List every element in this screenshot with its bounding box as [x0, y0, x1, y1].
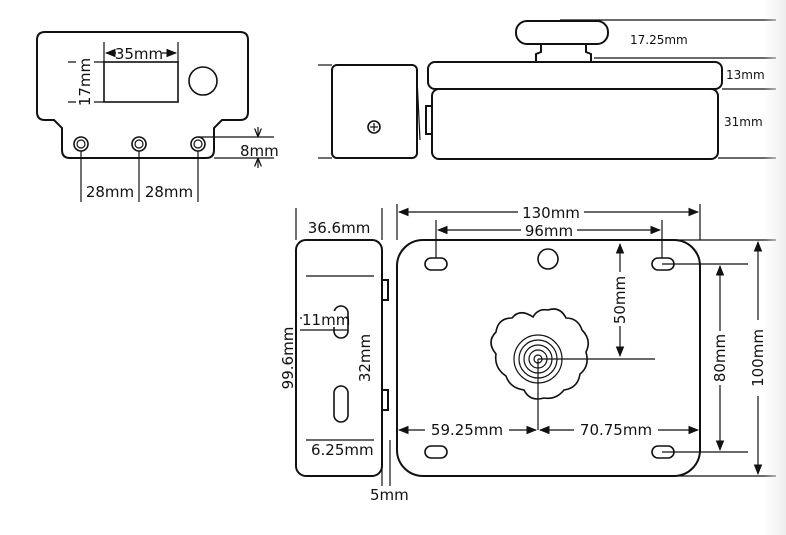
dim-side-height: 99.6mm — [279, 327, 297, 390]
lock-side-view: 17.25mm 13mm 31mm — [318, 19, 776, 160]
knob-stem — [535, 43, 592, 63]
dim-body-height: 31mm — [724, 115, 763, 129]
strike-plate-view: 35mm 17mm 8mm 28mm 28mm — [36, 31, 279, 202]
dim-side-width: 36.6mm — [308, 219, 371, 237]
dim-knob-height: 17.25mm — [630, 33, 688, 47]
latch-end-outline — [295, 239, 383, 477]
dim-plate-window-width: 35mm — [115, 45, 163, 63]
slot-lower — [333, 385, 349, 423]
front-body-outline — [396, 239, 701, 477]
dim-slot-spacing: 32mm — [356, 334, 374, 382]
dim-left-to-center: 59.25mm — [431, 421, 503, 439]
top-round-hole — [537, 248, 559, 270]
body-tab — [425, 105, 433, 135]
dim-hole-spacing-left: 28mm — [86, 183, 134, 201]
knob-outline — [515, 20, 609, 45]
lock-front-view: 130mm 96mm 50mm 59.25mm 70.75mm 80mm 100… — [396, 204, 776, 477]
body-outline — [431, 88, 719, 160]
strike-plate-window — [103, 61, 179, 103]
latch-end-view: 11mm 36.6mm 99.6mm 32mm 6.25mm 5mm — [279, 208, 409, 504]
dim-bottom-offset: 6.25mm — [311, 441, 374, 459]
dim-hole-offset: 8mm — [240, 142, 279, 160]
dim-slot-width: 11mm — [302, 311, 350, 329]
dim-hole-vertical: 80mm — [711, 334, 729, 382]
dim-overall-height: 100mm — [749, 329, 767, 387]
cover-outline — [427, 61, 723, 90]
dim-cover-height: 13mm — [726, 68, 765, 82]
dim-center-to-right: 70.75mm — [580, 421, 652, 439]
screw-icon — [367, 120, 381, 134]
strike-plate-round-hole — [188, 66, 218, 96]
latch-block — [331, 64, 418, 159]
dim-overall-width: 130mm — [522, 204, 580, 222]
dim-hole-span: 96mm — [525, 222, 573, 240]
dim-keyhole-offset: 50mm — [611, 276, 629, 324]
dim-flange-thickness: 5mm — [370, 486, 409, 504]
dim-plate-window-height: 17mm — [76, 58, 94, 106]
dim-hole-spacing-right: 28mm — [145, 183, 193, 201]
edge-shade — [764, 0, 786, 535]
